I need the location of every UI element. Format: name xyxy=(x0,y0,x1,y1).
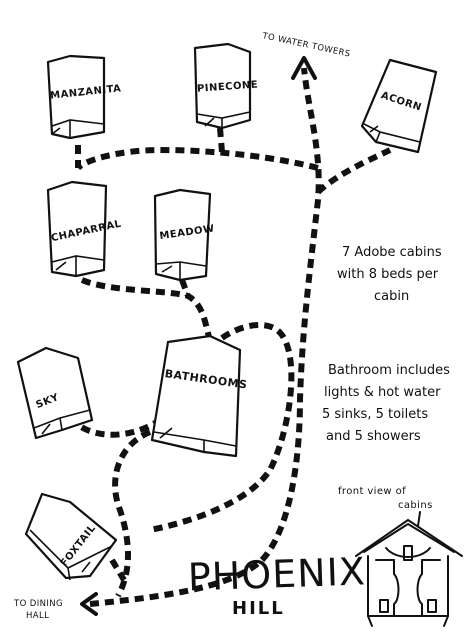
cabin-label-pinecone: PINECONE xyxy=(197,79,259,94)
arrow-water-towers xyxy=(291,56,317,80)
arrow-dining-hall xyxy=(80,592,98,616)
trail-acorn xyxy=(315,147,392,195)
note-cabins-line3: cabin xyxy=(374,289,409,304)
cabin-meadow: MEADOW xyxy=(153,188,215,282)
front-view-pointer xyxy=(417,511,421,527)
cabin-front-view-sketch xyxy=(355,519,463,627)
note-bathroom-line3: 5 sinks, 5 toilets xyxy=(322,407,428,422)
trail-meadow xyxy=(179,278,191,298)
trail-network xyxy=(67,56,392,616)
note-front-view: front view of cabins xyxy=(338,486,433,527)
map-subtitle: HILL xyxy=(232,598,285,619)
note-bathroom-line1: Bathroom includes xyxy=(328,363,450,378)
note-front-view-line2: cabins xyxy=(398,500,433,511)
cabin-sky: SKY xyxy=(16,346,94,440)
trail-upper-left xyxy=(75,146,319,171)
label-to-dining-line1: TO DINING xyxy=(13,599,63,609)
trail-bathrooms-loop xyxy=(149,321,295,533)
bathrooms-building: BATHROOMS xyxy=(150,334,248,458)
note-bathroom-line4: and 5 showers xyxy=(326,429,421,444)
cabin-chaparral: CHAPARRAL xyxy=(46,180,123,278)
note-cabins-line2: with 8 beds per xyxy=(337,267,439,282)
map-title: PHOENIX xyxy=(187,549,367,599)
trail-sky xyxy=(67,415,162,438)
trail-chaparral xyxy=(80,277,213,342)
note-front-view-line1: front view of xyxy=(338,486,406,497)
trail-pinecone xyxy=(217,127,225,153)
main-trail xyxy=(89,67,322,607)
note-cabins: 7 Adobe cabins with 8 beds per cabin xyxy=(337,245,442,304)
note-cabins-line1: 7 Adobe cabins xyxy=(342,245,442,260)
cabin-acorn: ACORN xyxy=(360,58,438,154)
trail-bathrooms-south xyxy=(112,429,152,598)
label-to-dining-line2: HALL xyxy=(26,611,49,621)
trail-foxtail xyxy=(109,558,127,582)
label-to-water-towers: TO WATER TOWERS xyxy=(260,31,351,60)
note-bathroom-line2: lights & hot water xyxy=(324,385,441,400)
note-bathroom: Bathroom includes lights & hot water 5 s… xyxy=(322,363,450,444)
cabin-foxtail: FOXTAIL xyxy=(24,492,118,581)
cabin-pinecone: PINECONE xyxy=(193,42,259,130)
cabin-manzanita: MANZANITA xyxy=(46,54,122,140)
